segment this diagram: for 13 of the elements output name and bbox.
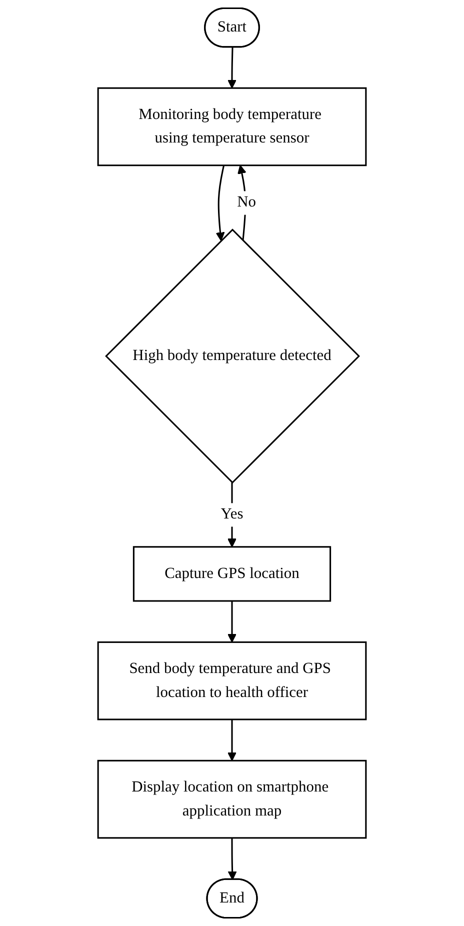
arrow [227,719,237,762]
arrow [216,165,225,242]
node-box: Monitoring body temperature using temperature sensor [97,87,367,166]
arrow [227,47,237,88]
node-diamond: High body temperature detected [105,228,360,484]
node-box: Display location on smartphone application map [97,760,367,839]
arrow [227,600,237,643]
edge-label: Yes [220,506,244,523]
node-box: Capture GPS location [132,546,332,602]
node-box: Send body temperature and GPS location to health officer [97,641,367,720]
arrow [237,164,246,241]
arrow [228,838,237,880]
edge-label: No [237,194,256,211]
